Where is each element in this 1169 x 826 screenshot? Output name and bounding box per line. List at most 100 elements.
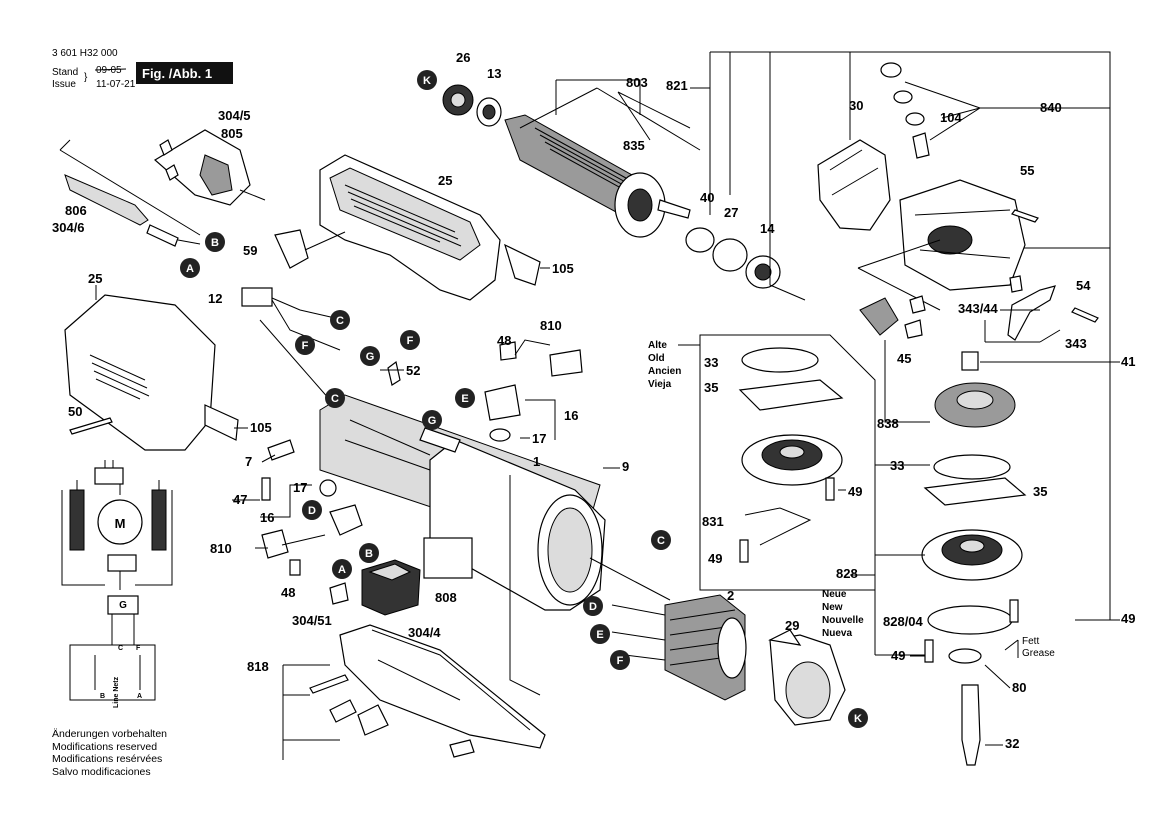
part-808: 808 (435, 590, 457, 605)
guard-29-inner-icon (785, 661, 831, 719)
part-26: 26 (456, 50, 470, 65)
bearing-41-icon (961, 351, 979, 371)
cap-840-icon (880, 62, 902, 78)
clip-52-icon (387, 360, 401, 386)
doc-number: 3 601 H32 000 (52, 48, 118, 59)
connector-e-label: E (461, 393, 468, 405)
washer-80-icon (948, 648, 982, 664)
bevel-gear-hub-icon (956, 390, 994, 410)
oring-828-04-icon (927, 605, 1013, 635)
screw-54-icon (1071, 307, 1099, 323)
armature-fan-hub-icon (627, 188, 653, 222)
part-25a: 25 (438, 173, 452, 188)
switch-group (282, 537, 546, 760)
part-831: 831 (702, 514, 724, 529)
screw-49c-icon (1009, 599, 1019, 623)
gear-head-bore-icon (927, 225, 973, 255)
cable-810b-icon (261, 529, 289, 559)
part-49a: 49 (848, 484, 862, 499)
clip-icon (419, 427, 461, 453)
part-48b: 48 (281, 585, 295, 600)
part-50: 50 (68, 404, 82, 419)
screw-304-51-icon (329, 582, 349, 605)
part-80: 80 (1012, 680, 1026, 695)
connector-d-label: D (308, 505, 316, 517)
connector-c3-label: C (657, 535, 665, 547)
cable-810-icon (549, 349, 583, 377)
part-343-44: 343/44 (958, 301, 999, 316)
plate-35b-icon (923, 477, 1027, 506)
part-304-5: 304/5 (218, 108, 251, 123)
bearing-flange-hub-icon (779, 445, 805, 459)
old-label-de: Alte (648, 340, 667, 351)
new-label-fr: Nouvelle (822, 615, 864, 626)
housing-lower-group (64, 285, 239, 451)
brush-16-icon (329, 504, 363, 536)
part-33a: 33 (704, 355, 718, 370)
new-date: 11-07-21 (96, 79, 136, 90)
connector-f3-label: F (617, 655, 624, 667)
terminal-a-label: A (137, 693, 142, 700)
switch-top-icon (368, 563, 412, 581)
strain-relief-icon (64, 174, 149, 226)
new-label-de: Neue (822, 589, 847, 600)
variant-new-group (874, 454, 1027, 766)
terminal-top-icon (94, 467, 124, 485)
part-25b: 25 (88, 271, 102, 286)
note-es: Salvo modificaciones (52, 765, 151, 778)
part-835: 835 (623, 138, 645, 153)
figure-label: Fig. /Abb. 1 (142, 66, 212, 81)
pin-icon (912, 132, 930, 159)
old-label-es: Vieja (648, 379, 672, 390)
grease-label-de: Fett (1022, 636, 1039, 647)
part-810a: 810 (540, 318, 562, 333)
screw-49b-icon (739, 539, 749, 563)
part-41: 41 (1121, 354, 1135, 369)
connector-c-label: C (336, 315, 344, 327)
housing-tab-icon (504, 243, 541, 286)
connector-e2-label: E (596, 629, 603, 641)
part-32: 32 (1005, 736, 1019, 751)
connector-k-label: K (423, 75, 431, 87)
screw-50-icon (69, 417, 113, 435)
spring-icon (893, 90, 913, 104)
part-805: 805 (221, 126, 243, 141)
nut-45-icon (904, 319, 923, 339)
part-1: 1 (533, 454, 540, 469)
field-winding-right-icon (151, 489, 167, 551)
leader-line (59, 139, 201, 236)
bearing-14-bore-icon (754, 263, 772, 281)
leader-line (304, 231, 346, 251)
spring-17-icon (319, 479, 337, 497)
screw-55-icon (1011, 209, 1039, 223)
part-803: 803 (626, 75, 648, 90)
variant-old-frame (678, 334, 876, 591)
button-818-icon (357, 704, 389, 736)
part-9: 9 (622, 459, 629, 474)
figure-badge (136, 62, 233, 84)
part-55: 55 (1020, 163, 1034, 178)
stand-label: Stand (52, 67, 78, 78)
screw-48b-icon (289, 559, 301, 576)
field-winding-left-icon (69, 489, 85, 551)
part-49d: 49 (891, 648, 905, 663)
part-818: 818 (247, 659, 269, 674)
screw-icon (909, 295, 926, 314)
brace-icon: } (84, 72, 88, 83)
armature-slots (534, 127, 651, 205)
bearing-flange-new-hub-icon (959, 539, 985, 553)
label-808-icon (423, 537, 473, 579)
small-part-icon (449, 739, 475, 758)
part-14: 14 (760, 221, 775, 236)
part-29: 29 (785, 618, 799, 633)
switch-label: G (119, 600, 127, 611)
part-49b: 49 (708, 551, 722, 566)
note-de: Änderungen vorbehalten (52, 728, 168, 740)
part-828: 828 (836, 566, 858, 581)
connector-d2-label: D (589, 601, 597, 613)
modification-notes: Änderungen vorbehalten Modifications res… (52, 728, 167, 778)
field-group (589, 557, 846, 726)
line-net-label: Line Netz (113, 676, 120, 708)
part-2: 2 (727, 588, 734, 603)
connector-b-label: B (211, 237, 219, 249)
